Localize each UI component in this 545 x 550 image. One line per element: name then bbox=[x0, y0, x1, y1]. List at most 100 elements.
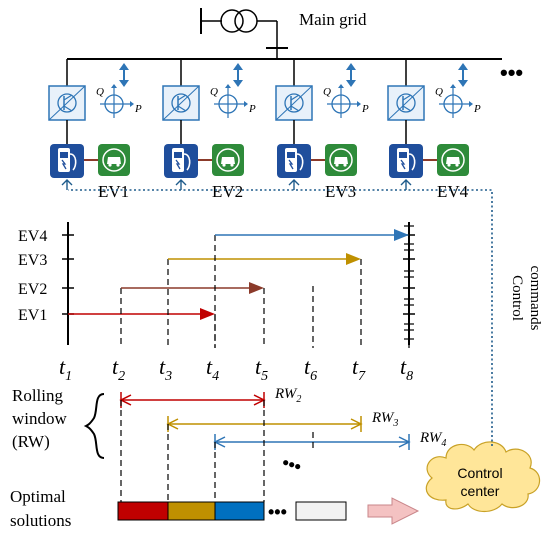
bidirectional-arrow-icon bbox=[119, 63, 129, 87]
q-label: Q bbox=[435, 86, 443, 98]
time-label-t2: t2 bbox=[112, 354, 125, 384]
ev-car-icon bbox=[325, 144, 357, 176]
arrow-up-head bbox=[458, 63, 468, 70]
arrow-down-head bbox=[346, 80, 356, 87]
rw-label-2: RW2 bbox=[274, 386, 301, 405]
p-arrowhead bbox=[130, 101, 134, 107]
stay-arrowhead-ev2 bbox=[249, 282, 264, 294]
arrow-up-head bbox=[346, 63, 356, 70]
charging-unit-4: QP EV4 bbox=[387, 59, 481, 201]
charger-station-icon bbox=[164, 144, 198, 178]
charger-screen bbox=[287, 152, 295, 158]
control-center-label-1: Control bbox=[457, 465, 502, 481]
transistor-circle bbox=[284, 93, 304, 113]
charger-screen bbox=[174, 152, 182, 158]
ev-body bbox=[446, 157, 460, 164]
ev-wheel bbox=[447, 163, 451, 167]
time-label-t6-main: t bbox=[304, 354, 311, 379]
charger-body bbox=[58, 148, 70, 172]
charger-bolt bbox=[61, 159, 67, 170]
charger-bolt bbox=[175, 159, 181, 170]
antenna-icon bbox=[175, 179, 187, 190]
ev-label-1: EV1 bbox=[98, 182, 129, 201]
p-label: P bbox=[134, 103, 142, 115]
control-commands-path bbox=[68, 189, 493, 446]
control-commands-label-2: commands bbox=[527, 266, 543, 331]
rolling-window-label-1: Rolling bbox=[12, 386, 64, 405]
optimal-solutions-label-2: solutions bbox=[10, 511, 71, 530]
rw-label-4-sub: 4 bbox=[441, 438, 446, 449]
bidirectional-arrow-icon bbox=[233, 63, 243, 87]
transistor-leads bbox=[177, 94, 187, 112]
charger-station-icon bbox=[277, 144, 311, 178]
bidirectional-arrow-icon bbox=[458, 63, 468, 87]
control-center-label-2: center bbox=[461, 483, 500, 499]
transistor-leads bbox=[402, 94, 412, 112]
ev-label-3: EV3 bbox=[325, 182, 356, 201]
rw-label-3-main: RW bbox=[371, 410, 395, 426]
time-label-t6: t6 bbox=[304, 354, 317, 384]
transistor-leads bbox=[63, 94, 73, 112]
main-grid-label: Main grid bbox=[299, 10, 367, 29]
q-arrowhead bbox=[450, 84, 456, 88]
more-units-ellipsis: ••• bbox=[500, 60, 523, 85]
row-label-ev2: EV2 bbox=[18, 281, 47, 298]
solution-block-2 bbox=[167, 501, 216, 521]
time-label-t7-sub: 7 bbox=[358, 369, 366, 384]
ev-car-icon bbox=[98, 144, 130, 176]
time-label-t8: t8 bbox=[400, 354, 413, 384]
q-label: Q bbox=[210, 86, 218, 98]
ev-label-4: EV4 bbox=[437, 182, 469, 201]
charger-bolt bbox=[288, 159, 294, 170]
charger-cable bbox=[183, 153, 191, 171]
converter-icon bbox=[162, 85, 200, 121]
converter-diagonal bbox=[162, 85, 200, 121]
pq-control-icon: QP bbox=[210, 84, 256, 118]
arrow-down-head bbox=[233, 80, 243, 87]
transistor-circle bbox=[396, 93, 416, 113]
charger-cable bbox=[69, 153, 77, 171]
solution-block-3 bbox=[214, 501, 265, 521]
ev-wheel bbox=[455, 163, 459, 167]
time-label-t4: t4 bbox=[206, 354, 219, 384]
ev-wheel bbox=[116, 163, 120, 167]
ev-body bbox=[221, 157, 235, 164]
control-center: Control center bbox=[425, 441, 541, 513]
time-label-t5-sub: 5 bbox=[261, 369, 268, 384]
solution-block-1 bbox=[117, 501, 169, 521]
control-commands-link: Control commands bbox=[68, 189, 543, 446]
ev-wheel bbox=[335, 163, 339, 167]
rw-more-ellipsis: ••• bbox=[280, 452, 304, 477]
charger-cable bbox=[296, 153, 304, 171]
stay-arrowhead-ev1 bbox=[200, 308, 215, 320]
stay-arrowhead-ev4 bbox=[394, 229, 409, 241]
pq-control-icon: QP bbox=[323, 84, 369, 118]
charger-cable bbox=[408, 153, 416, 171]
ev-ring bbox=[441, 148, 465, 172]
time-label-t4-main: t bbox=[206, 354, 213, 379]
time-label-t6-sub: 6 bbox=[310, 369, 317, 384]
arrow-down-head bbox=[458, 80, 468, 87]
time-label-t8-sub: 8 bbox=[406, 369, 413, 384]
ev-ring bbox=[102, 148, 126, 172]
p-label: P bbox=[248, 103, 256, 115]
curly-brace bbox=[83, 393, 105, 459]
row-label-ev3: EV3 bbox=[18, 252, 47, 269]
pq-control-icon: QP bbox=[435, 84, 481, 118]
rw-label-3-sub: 3 bbox=[392, 418, 398, 429]
time-label-t2-main: t bbox=[112, 354, 119, 379]
row-label-ev4: EV4 bbox=[18, 228, 47, 245]
antenna-icon bbox=[61, 179, 73, 190]
time-label-t8-main: t bbox=[400, 354, 407, 379]
rolling-window-label-3: (RW) bbox=[12, 432, 50, 451]
rw-label-3: RW3 bbox=[371, 410, 398, 429]
converter-diagonal bbox=[387, 85, 425, 121]
solution-block-pending bbox=[295, 501, 347, 521]
time-label-t5-main: t bbox=[255, 354, 262, 379]
converter-icon bbox=[387, 85, 425, 121]
bidirectional-arrow-icon bbox=[346, 63, 356, 87]
ev-wheel bbox=[343, 163, 347, 167]
